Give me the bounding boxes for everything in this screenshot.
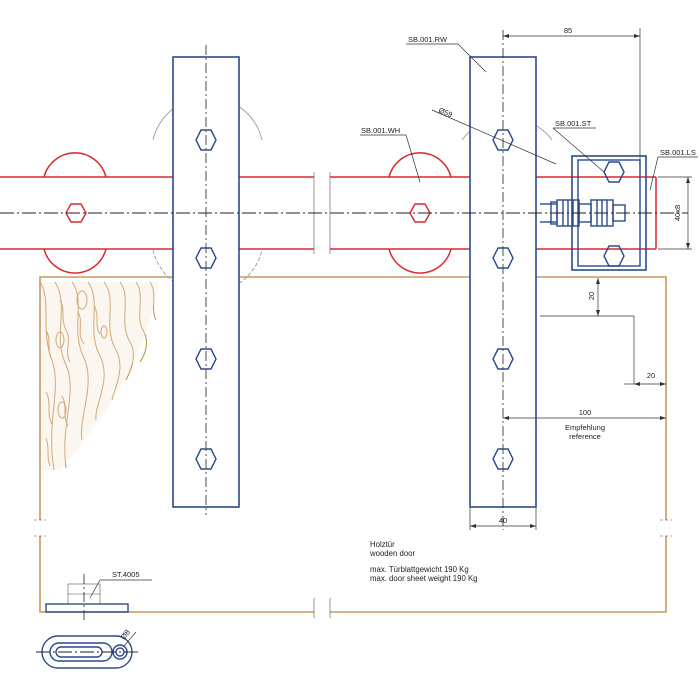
side-gap-label: 20 xyxy=(647,371,655,380)
floor-guide-plan-view: Ø8 xyxy=(36,628,140,669)
dimension-85-label: 85 xyxy=(564,26,572,35)
door-type-de: Holztür xyxy=(370,540,395,549)
door-break-marks xyxy=(34,172,672,618)
floor-guide: ST.4005 xyxy=(45,570,152,622)
dimension-85: 85 xyxy=(503,26,641,165)
strap-width-label: 40 xyxy=(499,516,507,525)
right-hanger-strap xyxy=(469,30,537,530)
dimension-side-gap: 20 xyxy=(624,371,666,386)
rail-wheel-label: SB.001.RW xyxy=(408,35,448,44)
weight-note-de: max. Türblattgewicht 190 Kg xyxy=(370,565,469,574)
bolt-icon xyxy=(195,348,217,370)
stopper-bolt-icon xyxy=(603,245,625,267)
stopper-label: SB.001.ST xyxy=(555,119,592,128)
label-wheel: SB.001.WH xyxy=(360,126,421,183)
bolt-icon xyxy=(195,448,217,470)
stopper-bolt-icon xyxy=(603,161,625,183)
label-rail-end: SB.001.LS xyxy=(649,148,698,191)
recommendation-value: 100 xyxy=(579,408,592,417)
bolt-icon xyxy=(492,129,514,151)
dimension-rail-section: 40x8 xyxy=(658,176,692,250)
floor-guide-label: ST.4005 xyxy=(112,570,140,579)
recommendation-label-en: reference xyxy=(569,432,601,441)
left-hanger-strap xyxy=(172,45,240,515)
left-wheel-nut-icon xyxy=(65,203,87,223)
label-rail-wheel: SB.001.RW xyxy=(406,35,487,73)
recommendation-label-de: Empfehlung xyxy=(565,423,605,432)
wood-grain-texture xyxy=(39,281,158,471)
bolt-icon xyxy=(492,448,514,470)
dimension-recommendation: 100 Empfehlung reference xyxy=(503,408,666,441)
bolt-icon xyxy=(195,129,217,151)
dimension-top-gap: 20 xyxy=(540,278,635,384)
weight-note-en: max. door sheet weight 190 Kg xyxy=(370,574,478,583)
left-wheel xyxy=(43,152,107,274)
bolt-icon xyxy=(492,247,514,269)
door-outline xyxy=(39,276,667,613)
top-gap-label: 20 xyxy=(587,292,596,300)
door-type-en: wooden door xyxy=(369,549,415,558)
wheel-label: SB.001.WH xyxy=(361,126,400,135)
door-notes: Holztür wooden door max. Türblattgewicht… xyxy=(369,540,478,583)
bolt-icon xyxy=(195,247,217,269)
rail-section-label: 40x8 xyxy=(673,205,682,221)
bolt-icon xyxy=(492,348,514,370)
wheel-diameter-label: Ø59 xyxy=(437,106,454,120)
rail-end-label: SB.001.LS xyxy=(660,148,696,157)
dimension-strap-width: 40 xyxy=(469,508,537,530)
label-stopper: SB.001.ST xyxy=(552,119,605,173)
